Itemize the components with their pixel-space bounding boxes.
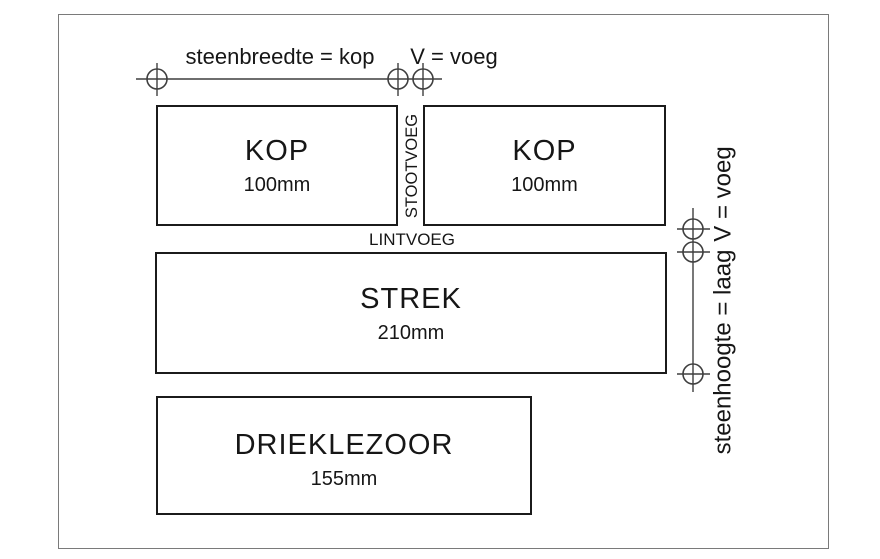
steenbreedte-kop-label: steenbreedte = kop (185, 44, 375, 69)
brick-kop-right: KOP 100mm (423, 105, 666, 226)
brick-size: 210mm (377, 321, 445, 344)
brick-name: DRIEKLEZOOR (234, 429, 454, 461)
brick-drieklezoor: DRIEKLEZOOR 155mm (156, 396, 532, 515)
brick-size: 100mm (511, 174, 578, 196)
brick-name: STREK (360, 282, 462, 315)
brick-name: KOP (512, 135, 577, 167)
brick-size: 100mm (243, 174, 311, 196)
voeg-top-label: V = voeg (410, 44, 498, 69)
brick-size: 155mm (310, 468, 378, 490)
lintvoeg-label: LINTVOEG (369, 230, 455, 249)
brick-strek: STREK 210mm (155, 252, 667, 374)
brick-kop-left: KOP 100mm (156, 105, 398, 226)
brick-name: KOP (244, 135, 310, 167)
